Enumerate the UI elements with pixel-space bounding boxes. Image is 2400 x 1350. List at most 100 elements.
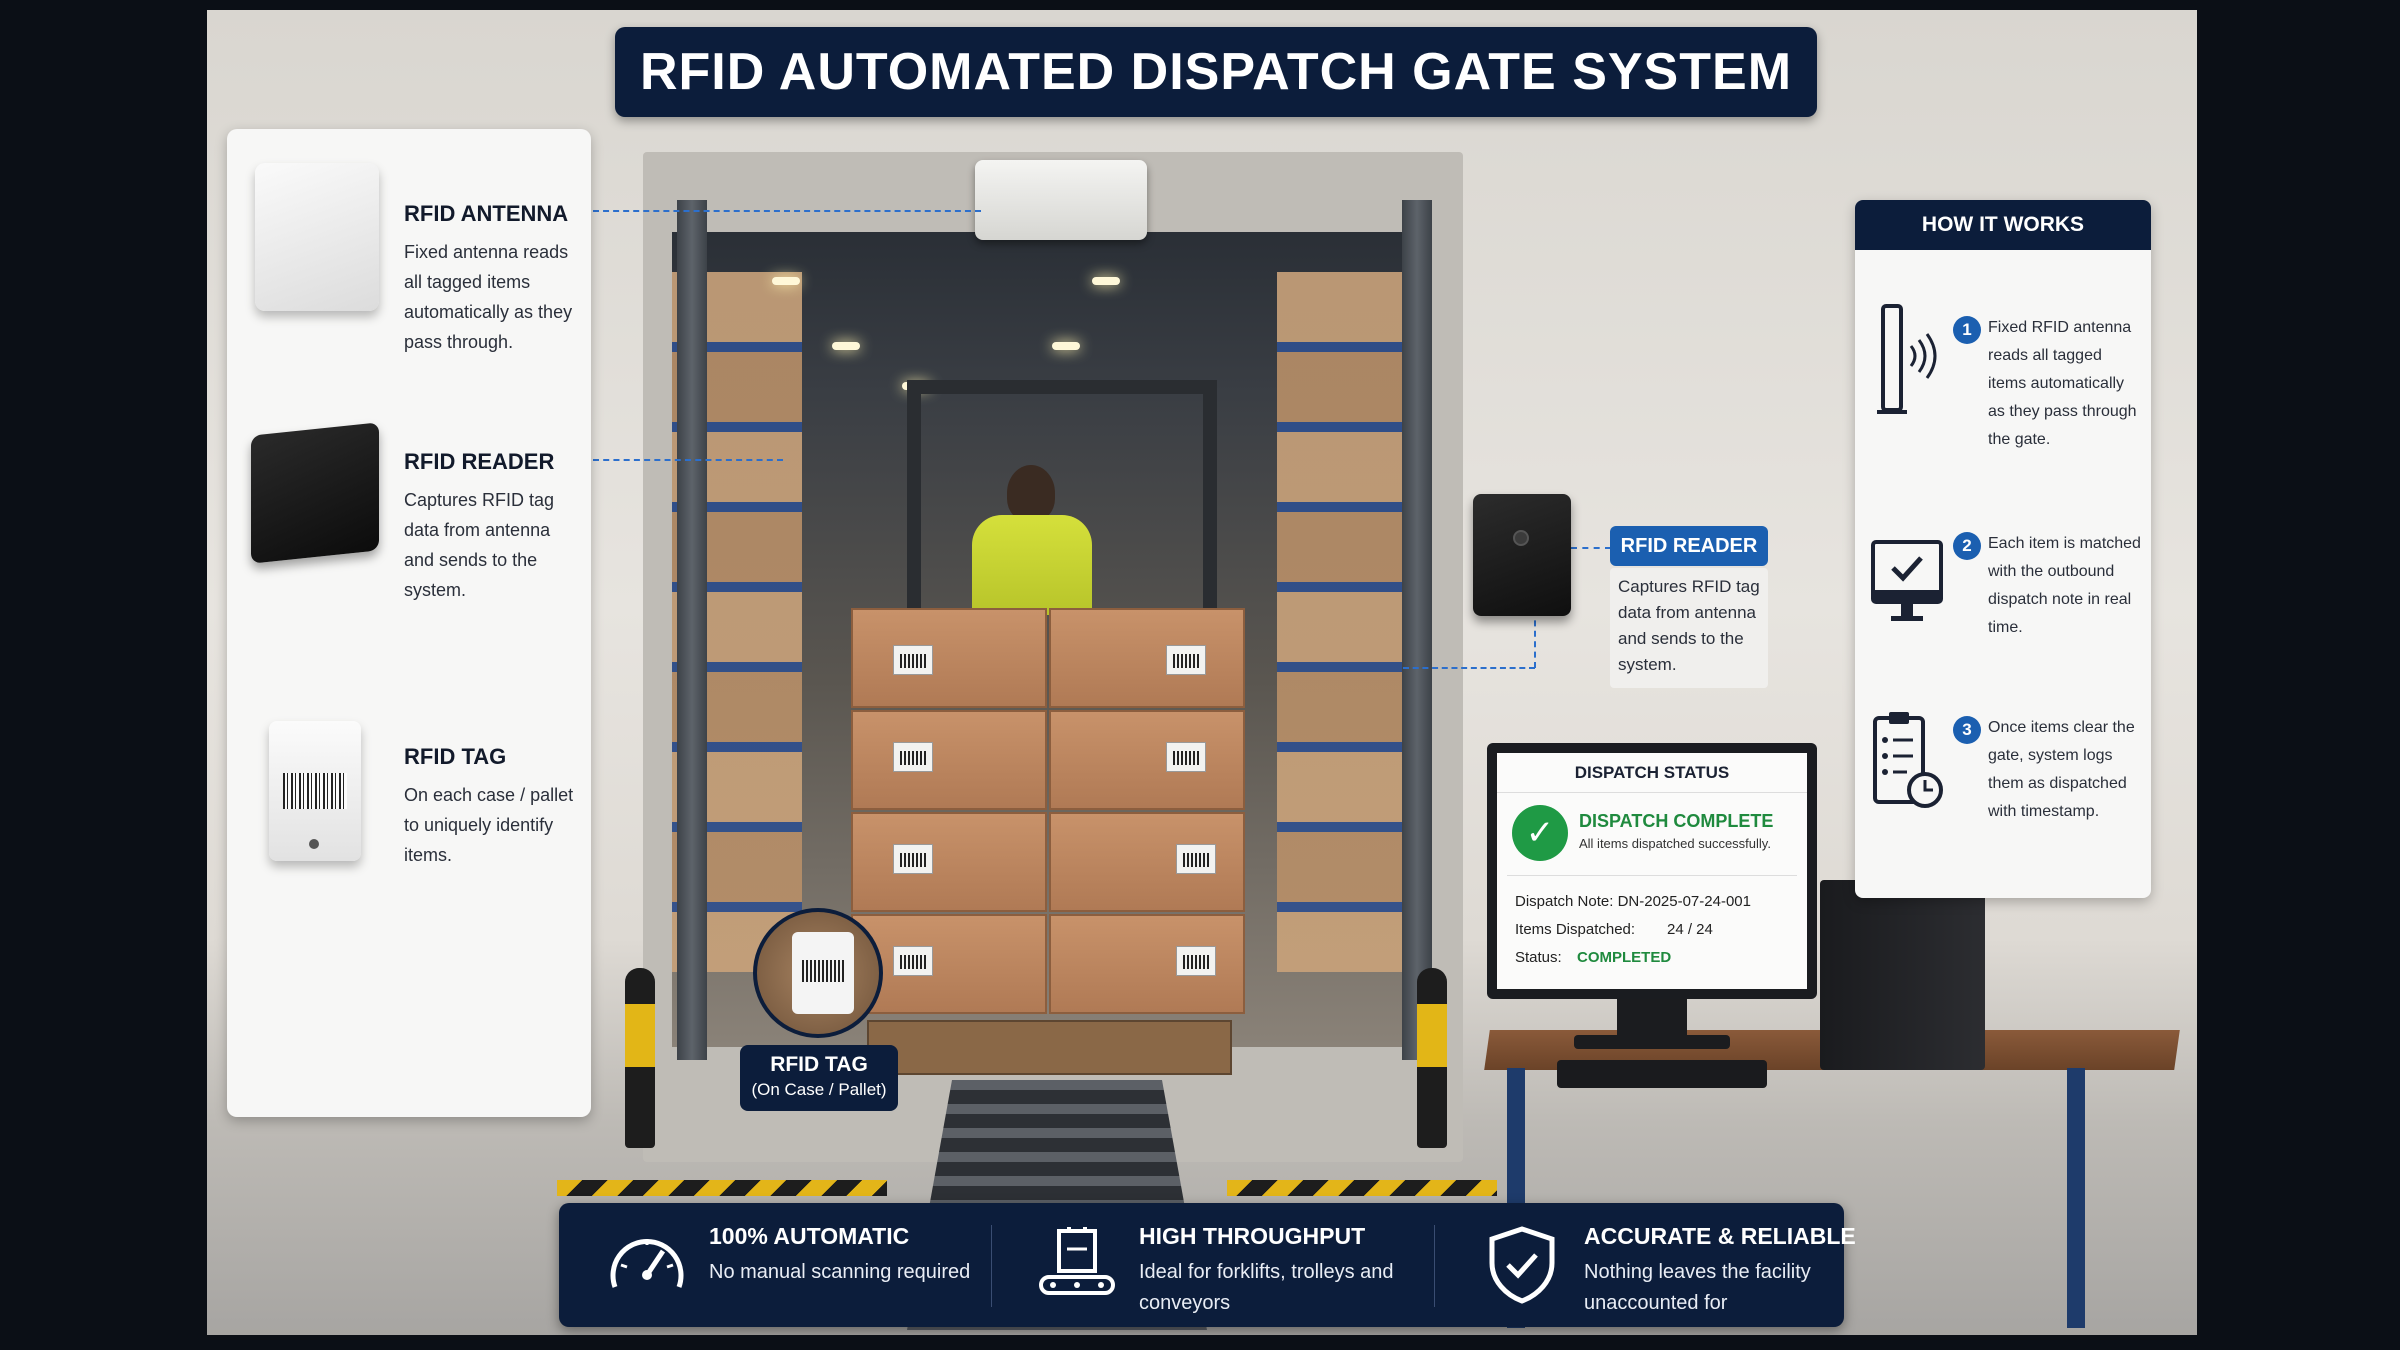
reader-lens xyxy=(1513,530,1529,546)
components-panel: RFID ANTENNA Fixed antenna reads all tag… xyxy=(227,129,591,1117)
monitor-check-icon xyxy=(1871,540,1943,621)
forklift-mast xyxy=(907,380,1217,660)
component-description: Captures RFID tag data from antenna and … xyxy=(404,490,555,600)
dispatch-monitor: DISPATCH STATUS ✓ DISPATCH COMPLETE All … xyxy=(1487,743,1817,999)
feature-accurate: ACCURATE & RELIABLE Nothing leaves the f… xyxy=(1434,1203,1856,1327)
carton xyxy=(1049,608,1245,708)
wall-reader-leader-line xyxy=(1403,667,1535,669)
dispatch-status-screen: DISPATCH STATUS ✓ DISPATCH COMPLETE All … xyxy=(1497,753,1807,989)
hazard-stripe xyxy=(557,1180,887,1196)
barcode-graphic xyxy=(283,773,347,809)
carton xyxy=(1049,710,1245,810)
component-description: Fixed antenna reads all tagged items aut… xyxy=(404,242,573,352)
pc-tower xyxy=(1820,880,1985,1070)
pallet-base xyxy=(867,1020,1232,1075)
ceiling-light xyxy=(832,342,860,350)
carton xyxy=(1049,914,1245,1014)
carton xyxy=(851,710,1047,810)
carton-label xyxy=(893,946,933,976)
overhead-antenna-image xyxy=(975,160,1147,240)
how-it-works-title: HOW IT WORKS xyxy=(1855,200,2151,250)
step-number: 3 xyxy=(1953,716,1981,744)
infographic-slide: RFID AUTOMATED DISPATCH GATE SYSTEM xyxy=(207,10,2197,1335)
feature-automatic: 100% AUTOMATIC No manual scanning requir… xyxy=(559,1203,989,1327)
carton-label xyxy=(893,742,933,772)
status-row: Status: COMPLETED xyxy=(1515,949,1805,966)
tag-hole xyxy=(309,839,319,849)
antenna-leader-line xyxy=(593,210,981,212)
feature-description: Nothing leaves the facility unaccounted … xyxy=(1584,1261,1811,1314)
dispatch-complete-text: DISPATCH COMPLETE xyxy=(1579,811,1774,831)
component-title: RFID ANTENNA xyxy=(404,201,569,226)
step-text: Fixed RFID antenna reads all tagged item… xyxy=(1988,319,2137,448)
desk-leg xyxy=(2067,1068,2085,1328)
carton xyxy=(851,608,1047,708)
items-dispatched-label: Items Dispatched: xyxy=(1515,921,1636,938)
title-banner: RFID AUTOMATED DISPATCH GATE SYSTEM xyxy=(615,27,1817,117)
feature-title: ACCURATE & RELIABLE xyxy=(1584,1223,1856,1249)
carton xyxy=(1049,812,1245,912)
reader-callout-title: RFID READER xyxy=(1610,526,1768,566)
status-value: COMPLETED xyxy=(1577,949,1672,966)
wall-reader-leader-line xyxy=(1534,610,1536,668)
reader-leader-line xyxy=(593,459,783,461)
driver-vest xyxy=(972,515,1092,615)
speedometer-icon xyxy=(610,1239,684,1288)
ceiling-light xyxy=(772,277,800,285)
barcode-graphic xyxy=(802,960,844,982)
carton-label xyxy=(1166,645,1206,675)
pallet-boxes xyxy=(851,608,1246,1018)
monitor-base xyxy=(1574,1035,1730,1049)
carton-label xyxy=(893,844,933,874)
check-circle-icon: ✓ xyxy=(1512,805,1568,861)
wall-reader-image xyxy=(1473,494,1571,616)
rfid-antenna-image xyxy=(255,163,379,311)
page-title: RFID AUTOMATED DISPATCH GATE SYSTEM xyxy=(639,43,1793,101)
rfid-tag-zoom-circle xyxy=(753,908,883,1038)
feature-description: Ideal for forklifts, trolleys and convey… xyxy=(1139,1261,1394,1314)
divider xyxy=(1507,875,1797,876)
carton xyxy=(851,812,1047,912)
hazard-stripe xyxy=(1227,1180,1497,1196)
items-dispatched-row: Items Dispatched: 24 / 24 xyxy=(1515,921,1805,938)
rfid-tag-image xyxy=(269,721,361,861)
ceiling-light xyxy=(1052,342,1080,350)
dispatch-note-label: Dispatch Note: xyxy=(1515,893,1614,910)
how-it-works-panel: HOW IT WORKS 1 Fixed RFID antenna reads … xyxy=(1855,200,2151,898)
shelf-right xyxy=(1277,272,1407,972)
rfid-reader-image xyxy=(251,422,379,564)
tag-card xyxy=(792,932,854,1014)
carton-label xyxy=(1176,844,1216,874)
ceiling-light xyxy=(1092,277,1120,285)
divider xyxy=(991,1225,992,1307)
dispatch-note-row: Dispatch Note: DN-2025-07-24-001 xyxy=(1515,893,1751,910)
step-number: 2 xyxy=(1953,532,1981,560)
feature-title: 100% AUTOMATIC xyxy=(709,1223,910,1249)
feature-title: HIGH THROUGHPUT xyxy=(1139,1223,1366,1249)
carton-label xyxy=(1166,742,1206,772)
feature-description: No manual scanning required xyxy=(709,1261,971,1283)
items-dispatched-value: 24 / 24 xyxy=(1667,921,1713,938)
component-title: RFID TAG xyxy=(404,744,507,769)
feature-throughput: HIGH THROUGHPUT Ideal for forklifts, tro… xyxy=(989,1203,1434,1327)
tag-callout-subtitle: (On Case / Pallet) xyxy=(751,1080,887,1099)
dispatch-note-value: DN-2025-07-24-001 xyxy=(1617,893,1751,910)
features-bar: 100% AUTOMATIC No manual scanning requir… xyxy=(559,1203,1856,1327)
safety-bollard xyxy=(1417,968,1447,1148)
component-title: RFID READER xyxy=(404,449,555,474)
carton-label xyxy=(893,645,933,675)
safety-bollard xyxy=(625,968,655,1148)
step-number: 1 xyxy=(1953,316,1981,344)
component-description: On each case / pallet to uniquely identi… xyxy=(404,785,574,865)
reader-callout-description: Captures RFID tag data from antenna and … xyxy=(1610,568,1768,688)
clipboard-clock-icon xyxy=(1873,712,1943,808)
reader-callout-leader-line xyxy=(1571,547,1611,549)
step-text: Once items clear the gate, system logs t… xyxy=(1988,719,2135,820)
dispatch-status-header: DISPATCH STATUS xyxy=(1497,753,1807,793)
conveyor-icon xyxy=(1039,1227,1115,1295)
gate-post-left xyxy=(677,200,707,1060)
step-text: Each item is matched with the outbound d… xyxy=(1988,535,2141,636)
driver-head xyxy=(1007,465,1055,521)
rfid-tag-callout: RFID TAG (On Case / Pallet) xyxy=(740,1045,898,1111)
monitor-stand xyxy=(1617,998,1687,1038)
